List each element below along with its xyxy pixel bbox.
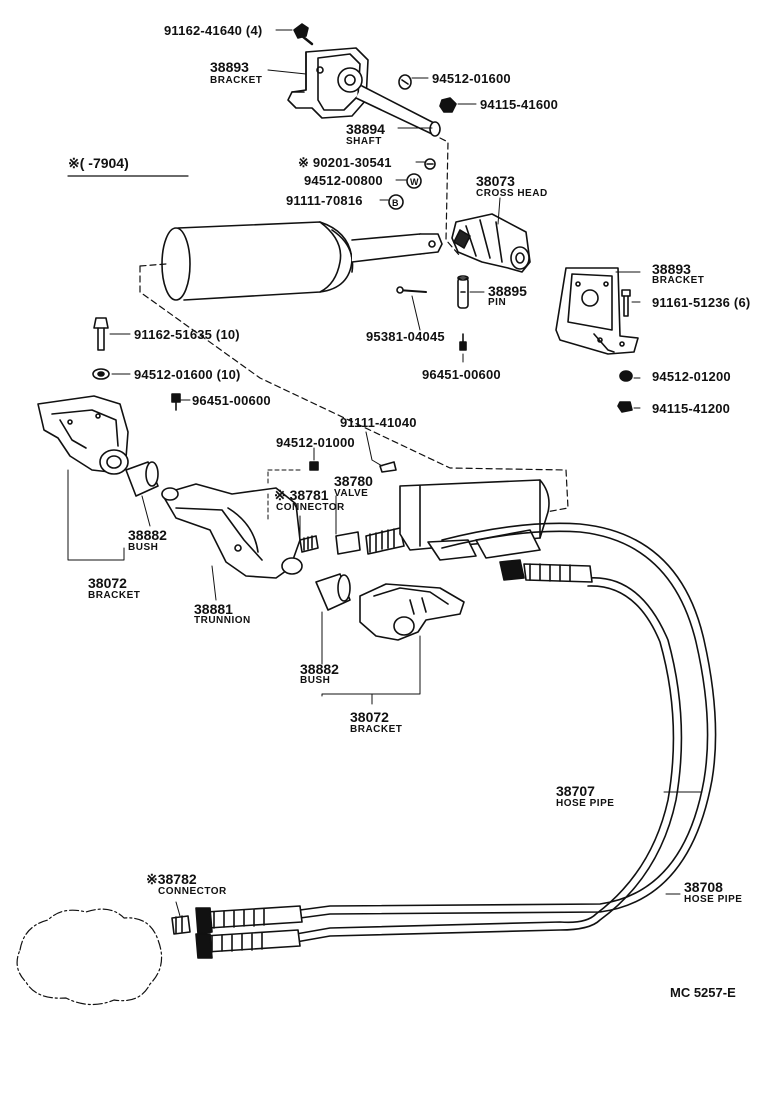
washer-b-drawing: W — [406, 173, 422, 189]
bolt-top-drawing — [293, 23, 314, 46]
bracket-top-drawing — [287, 47, 369, 119]
part-number-bolt-left: 91162-51635 (10) — [134, 327, 240, 342]
part-number-nut-a: 94115-41600 — [480, 97, 559, 112]
pump-outline-drawing — [16, 908, 163, 1006]
part-name-bracket-mid: BRACKET — [350, 724, 403, 735]
leader-lines — [67, 29, 703, 917]
part-number-nipple-a: 96451-00600 — [422, 367, 501, 382]
washer-left-drawing — [92, 368, 110, 380]
bolt-b-drawing — [424, 158, 436, 170]
part-number-bolt-right: 91161-51236 (6) — [652, 295, 751, 310]
part-number-connector-b: ※38782 — [146, 871, 197, 887]
part-number-washer-b: 94512-00800 — [304, 173, 383, 188]
svg-text:W: W — [410, 177, 419, 187]
bolt-c-drawing: B — [388, 194, 404, 210]
part-number-bolt-top: 91162-41640 (4) — [164, 23, 263, 38]
bush-mid-drawing — [315, 573, 351, 611]
part-name-bush-left: BUSH — [128, 542, 159, 553]
diagram-reference-code: MC 5257-E — [670, 985, 736, 1000]
part-number-bracket-left: 38072 — [88, 575, 127, 591]
hose-b-drawing — [295, 577, 683, 943]
connector-a-drawing — [299, 535, 319, 553]
part-name-bracket-top: BRACKET — [210, 75, 263, 86]
part-name-crosshead: CROSS HEAD — [476, 188, 548, 199]
part-number-pin: 38895 — [488, 283, 527, 299]
pin-drawing — [457, 275, 469, 309]
shaft-drawing — [355, 85, 441, 137]
bush-left-drawing — [125, 461, 159, 497]
part-number-washer-left: 94512-01600 (10) — [134, 367, 241, 382]
part-number-bracket-mid: 38072 — [350, 709, 389, 725]
hose-a-drawing — [299, 522, 717, 919]
part-name-hose-a: HOSE PIPE — [556, 798, 615, 809]
washer-valve-drawing — [309, 461, 319, 471]
part-name-hose-b: HOSE PIPE — [684, 894, 743, 905]
part-number-bolt-b: ※ 90201-30541 — [298, 155, 392, 170]
valve-drawing — [335, 461, 405, 555]
part-number-crosshead: 38073 — [476, 173, 515, 189]
valve-body-drawing — [399, 479, 550, 561]
cotter-drawing — [396, 286, 427, 294]
bracket-right-drawing — [555, 267, 639, 355]
part-number-shaft: 38894 — [346, 121, 385, 137]
cylinder-drawing — [161, 221, 443, 301]
part-number-washer-right: 94512-01200 — [652, 369, 731, 384]
part-number-bracket-top: 38893 — [210, 59, 249, 75]
part-number-cotter: 95381-04045 — [366, 329, 445, 344]
part-name-bracket-right: BRACKET — [652, 275, 705, 286]
part-number-hose-b: 38708 — [684, 879, 723, 895]
part-name-trunnion: TRUNNION — [194, 615, 251, 626]
part-name-connector-a: CONNECTOR — [276, 502, 345, 513]
part-number-washer-a: 94512-01600 — [432, 71, 511, 86]
part-number-connector-a: ※ 38781 — [274, 487, 329, 503]
part-number-nipple-left: 96451-00600 — [192, 393, 271, 408]
part-number-valve: 38780 — [334, 473, 373, 489]
nut-a-drawing — [439, 97, 457, 113]
bolt-left-drawing — [93, 317, 109, 351]
part-name-pin: PIN — [488, 297, 507, 308]
svg-text:B: B — [392, 198, 399, 208]
model-year-note: ※( -7904) — [68, 155, 129, 171]
bracket-left-drawing — [37, 395, 129, 475]
part-number-hose-a: 38707 — [556, 783, 595, 799]
part-number-bush-left: 38882 — [128, 527, 167, 543]
part-name-bracket-left: BRACKET — [88, 590, 141, 601]
part-number-bolt-c: 91111-70816 — [286, 193, 363, 208]
bracket-mid-drawing — [359, 583, 465, 641]
trunnion-drawing — [161, 483, 303, 579]
hose-fittings-drawing — [195, 559, 593, 959]
part-number-washer-valve: 94512-01000 — [276, 435, 355, 450]
part-name-shaft: SHAFT — [346, 136, 382, 147]
connector-b-drawing — [171, 915, 191, 935]
washer-a-drawing — [398, 74, 412, 90]
part-name-connector-b: CONNECTOR — [158, 886, 227, 897]
nipple-left-drawing — [171, 393, 181, 411]
part-name-valve: VALVE — [334, 488, 369, 499]
part-number-bracket-right: 38893 — [652, 261, 691, 277]
part-number-bolt-valve: 91111-41040 — [340, 415, 417, 430]
part-number-nut-right: 94115-41200 — [652, 401, 731, 416]
nut-right-drawing — [617, 401, 633, 413]
part-number-bush-mid: 38882 — [300, 661, 339, 677]
part-number-trunnion: 38881 — [194, 601, 233, 617]
nipple-a-drawing — [459, 333, 467, 351]
bolt-right-drawing — [621, 289, 631, 317]
part-name-bush-mid: BUSH — [300, 675, 331, 686]
washer-right-drawing — [619, 370, 633, 382]
crosshead-drawing — [451, 213, 531, 273]
